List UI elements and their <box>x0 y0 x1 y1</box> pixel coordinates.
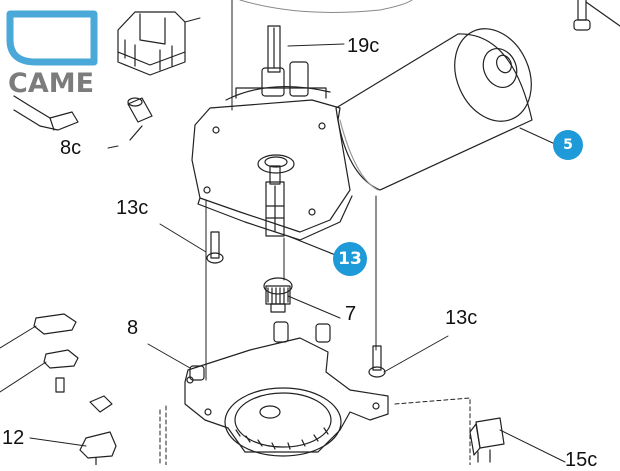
badge-13: 13 <box>333 242 367 276</box>
label-8c: 8c <box>60 137 82 159</box>
gearmotor-housing <box>191 25 353 241</box>
logo-mark <box>6 10 98 66</box>
shaft-13 <box>265 165 339 257</box>
base-plate-8 <box>147 321 389 457</box>
screw-13c-right <box>368 335 449 378</box>
pinion-7 <box>263 277 341 319</box>
label-12: 12 <box>2 427 25 449</box>
connector-bracket <box>117 11 201 76</box>
logo-side-bracket <box>13 95 79 131</box>
logo-text: CAME <box>8 68 95 99</box>
label-7: 7 <box>345 303 357 325</box>
came-logo: CAME <box>6 10 98 99</box>
label-15c: 15c <box>565 449 598 471</box>
electric-motor <box>335 28 533 191</box>
dashed-frame <box>159 405 167 465</box>
screw-top-right <box>573 0 620 31</box>
left-clip-parts <box>0 313 117 465</box>
label-8: 8 <box>127 317 139 339</box>
badge-5: 5 <box>553 130 583 160</box>
label-13c-upper: 13c <box>116 197 149 219</box>
pin-8c <box>127 97 153 141</box>
connector-15c <box>469 417 566 463</box>
label-19c: 19c <box>347 35 380 57</box>
screw-13c-upper <box>159 223 224 264</box>
label-13c-right: 13c <box>445 307 478 329</box>
mounting-plate-edge <box>239 0 413 13</box>
